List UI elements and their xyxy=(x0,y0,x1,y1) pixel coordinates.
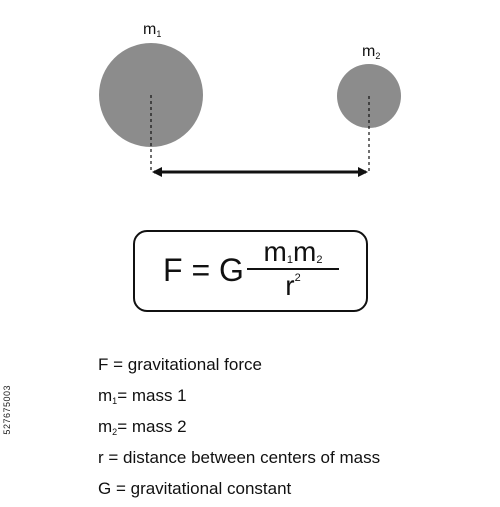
mass1-label: m1 xyxy=(143,22,161,39)
numerator-m1: m xyxy=(263,236,287,267)
numerator-m1-subscript: 1 xyxy=(286,254,293,266)
image-id-text: 527675003 xyxy=(2,385,12,435)
formula-fraction: m1m2 r2 xyxy=(247,238,339,300)
legend-text: = gravitational constant xyxy=(111,479,292,498)
legend-text: = mass 2 xyxy=(117,417,187,436)
legend-row-distance: r = distance between centers of mass xyxy=(98,445,380,476)
legend-row-mass1: m1= mass 1 xyxy=(98,383,380,414)
numerator-m2-subscript: 2 xyxy=(316,254,323,266)
formula-numerator: m1m2 xyxy=(247,238,339,268)
legend-text: = gravitational force xyxy=(108,355,262,374)
legend-symbol: F xyxy=(98,355,109,374)
legend-symbol: r xyxy=(98,448,104,467)
mass2-label: m2 xyxy=(362,44,380,61)
gravity-diagram xyxy=(99,43,401,177)
legend: F = gravitational force m1= mass 1 m2= m… xyxy=(98,352,380,507)
formula-lhs: F = G xyxy=(163,252,244,288)
legend-symbol: m xyxy=(98,417,113,436)
formula-denominator: r2 xyxy=(247,272,339,300)
legend-text: = distance between centers of mass xyxy=(103,448,381,467)
legend-row-constant: G = gravitational constant xyxy=(98,476,380,507)
fraction-bar xyxy=(247,268,339,270)
numerator-m2: m xyxy=(293,236,317,267)
legend-symbol: G xyxy=(98,479,112,498)
mass2-symbol: m xyxy=(362,43,376,60)
legend-row-force: F = gravitational force xyxy=(98,352,380,383)
legend-row-mass2: m2= mass 2 xyxy=(98,414,380,445)
formula-box: F = G m1m2 r2 xyxy=(133,230,368,312)
legend-subscript: 1 xyxy=(112,396,118,406)
mass1-symbol: m xyxy=(143,21,157,38)
legend-subscript: 2 xyxy=(112,427,118,437)
denominator-exponent: 2 xyxy=(294,272,301,284)
mass1-subscript: 1 xyxy=(156,29,162,39)
mass2-subscript: 2 xyxy=(375,51,381,61)
denominator-r: r xyxy=(285,270,295,301)
legend-text: = mass 1 xyxy=(117,386,187,405)
legend-symbol: m xyxy=(98,386,113,405)
